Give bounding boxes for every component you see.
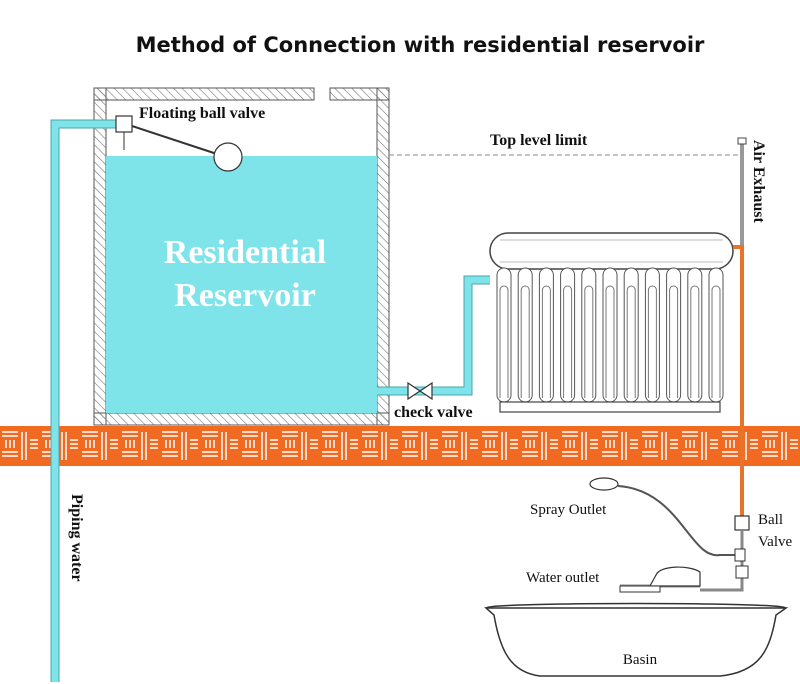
collector-tube-loop (669, 285, 679, 398)
ball-valve-label-1: Ball (758, 512, 783, 528)
collector-tube (602, 267, 618, 403)
collector-tube-loop (584, 285, 594, 398)
collector-tube-loop (626, 285, 636, 398)
reservoir-outlet-pipe (377, 276, 490, 395)
collector-tube-loop (711, 285, 721, 398)
collector-tube-loop (563, 285, 573, 398)
collector-tube (623, 267, 639, 403)
reservoir-label-line2: Reservoir (174, 277, 316, 314)
collector-tube (687, 267, 703, 403)
water-outlet-faucet (619, 565, 749, 593)
collector-tube-loop (541, 285, 551, 398)
collector-tube (496, 267, 512, 403)
basin-label: Basin (623, 652, 658, 668)
reservoir-water (106, 156, 377, 413)
collector-tube (581, 267, 597, 403)
collector-tube-loop (605, 285, 615, 398)
air-exhaust-label: Air Exhaust (750, 140, 767, 224)
piping-water-pipe (51, 120, 116, 682)
check-valve-label: check valve (394, 404, 473, 421)
collector-tube-loop (647, 285, 657, 398)
reservoir-walls (93, 87, 390, 426)
basin (484, 602, 789, 677)
collector-tube (644, 267, 660, 403)
water-outlet-label: Water outlet (526, 570, 600, 586)
diagram-title: Method of Connection with residential re… (136, 33, 705, 57)
collector-tube-loop (520, 285, 530, 398)
reservoir-label-line1: Residential (164, 234, 326, 271)
solar-collector (489, 232, 734, 413)
hot-water-pipe (733, 245, 744, 520)
collector-tube (708, 267, 724, 403)
collector-tube-loop (690, 285, 700, 398)
spray-outlet (589, 477, 746, 562)
floating-ball-valve (115, 115, 243, 172)
collector-tube (560, 267, 576, 403)
top-level-limit-label: Top level limit (490, 132, 588, 149)
ground-brick-strip (0, 426, 800, 466)
check-valve (407, 381, 433, 401)
ball-valve-label-2: Valve (758, 534, 792, 550)
collector-tube (666, 267, 682, 403)
piping-water-label: Piping water (68, 494, 85, 582)
collector-tube-loop (499, 285, 509, 398)
floating-ball-valve-label: Floating ball valve (139, 105, 265, 122)
spray-outlet-label: Spray Outlet (530, 502, 607, 518)
collector-tube (538, 267, 554, 403)
collector-tube (517, 267, 533, 403)
